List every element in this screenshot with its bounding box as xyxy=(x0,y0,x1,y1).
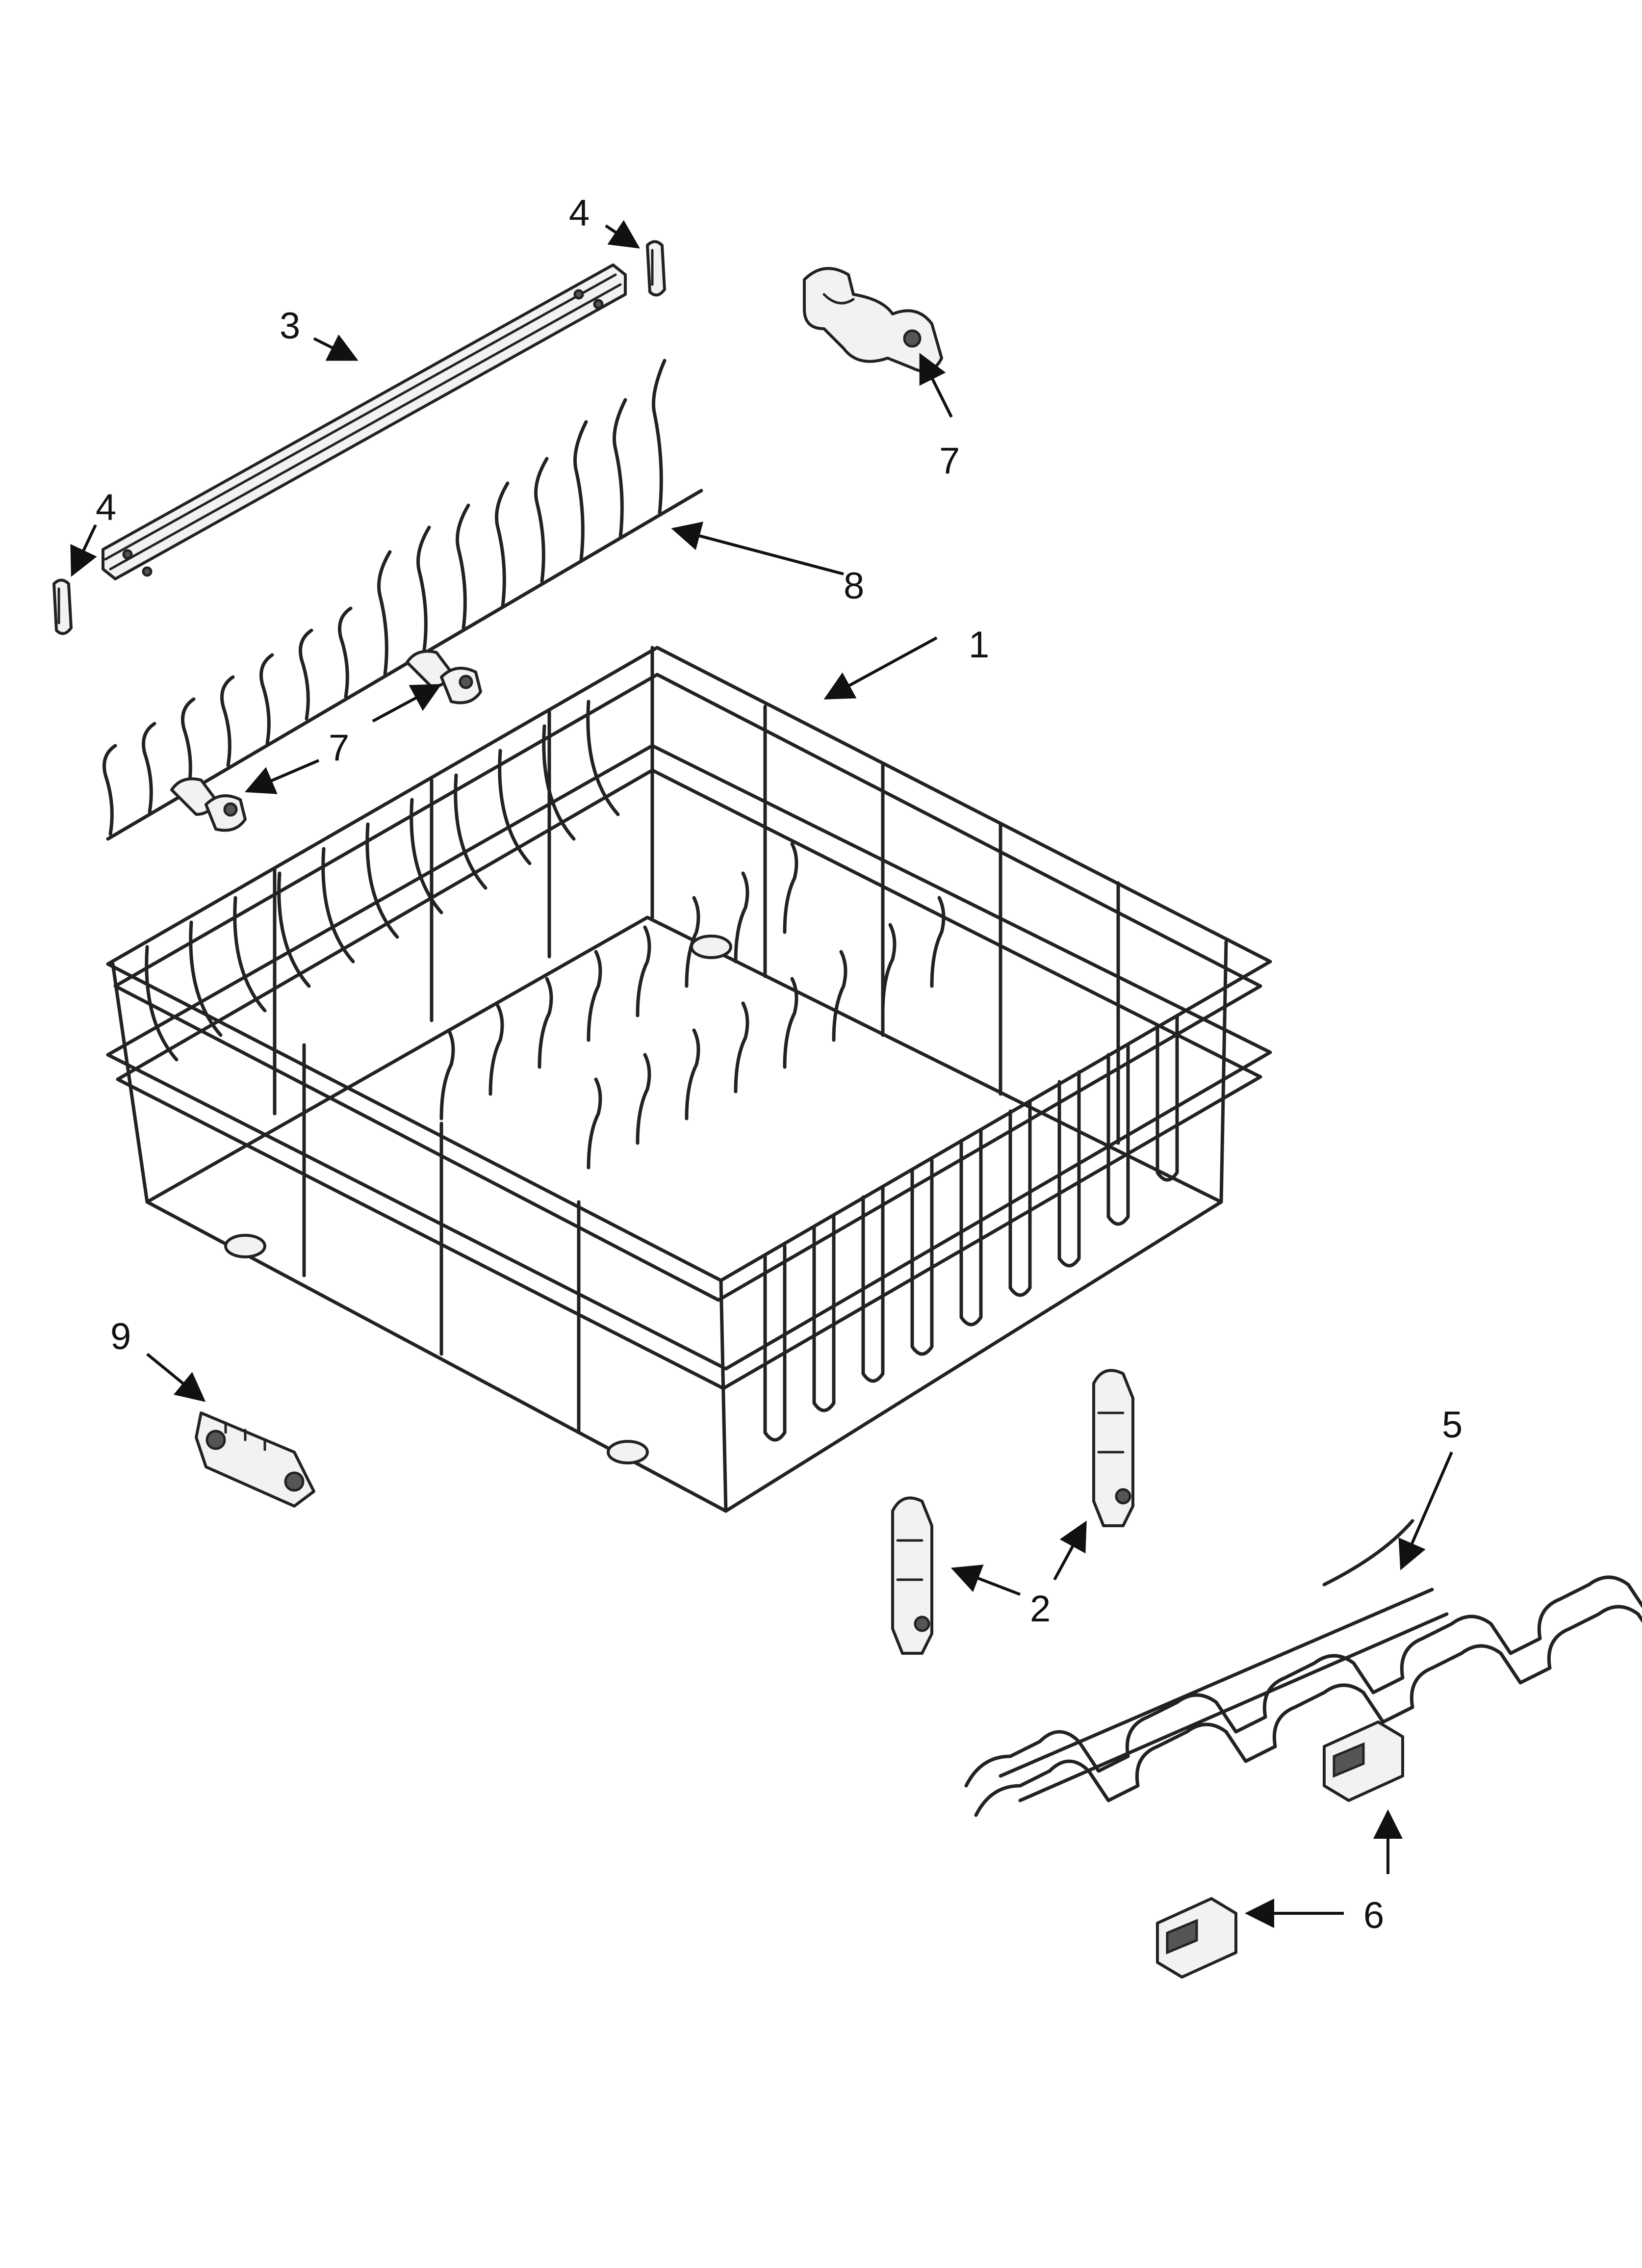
callout-8: 8 xyxy=(844,565,864,607)
leader-3 xyxy=(313,334,359,361)
callout-9: 9 xyxy=(110,1316,131,1357)
tine-row-part xyxy=(103,359,703,841)
track-rail-part xyxy=(102,263,627,580)
leader-7-top xyxy=(919,353,953,418)
adjuster-lower-part xyxy=(891,1496,933,1655)
callout-labels: 4 3 7 4 8 1 7 9 5 2 6 xyxy=(96,192,1462,1936)
leader-4-top xyxy=(605,220,640,249)
spoon-rack-part xyxy=(964,1519,1642,1817)
spoon-rack-clip-right-part xyxy=(1323,1721,1404,1802)
callout-4-top: 4 xyxy=(569,192,590,234)
callout-7-mid: 7 xyxy=(329,727,349,769)
leader-2-lower xyxy=(950,1564,1021,1596)
spoon-rack-clip-left-part xyxy=(1156,1897,1237,1979)
callout-5: 5 xyxy=(1442,1404,1462,1446)
rack-part xyxy=(106,646,1272,1513)
leader-9 xyxy=(146,1353,206,1402)
leader-1 xyxy=(823,636,938,700)
leader-8 xyxy=(671,521,844,575)
leader-2-upper xyxy=(1053,1520,1087,1581)
callout-1: 1 xyxy=(969,624,989,666)
leader-7-mid-upper xyxy=(372,684,442,723)
leader-lines xyxy=(70,220,1453,1928)
end-cap-top-part xyxy=(646,240,666,297)
callout-6: 6 xyxy=(1363,1895,1384,1936)
leader-7-mid-lower xyxy=(244,759,320,794)
callout-4-left: 4 xyxy=(96,487,116,528)
tine-clip-top-part xyxy=(803,267,943,373)
end-cap-left-part xyxy=(52,578,73,635)
callout-2: 2 xyxy=(1030,1588,1051,1630)
callout-7-top: 7 xyxy=(939,440,960,482)
callout-3: 3 xyxy=(280,305,300,347)
leader-4-left xyxy=(70,524,97,577)
adjuster-upper-part xyxy=(1092,1369,1134,1527)
rack-bumper-part xyxy=(195,1411,315,1508)
leader-5 xyxy=(1398,1451,1453,1571)
